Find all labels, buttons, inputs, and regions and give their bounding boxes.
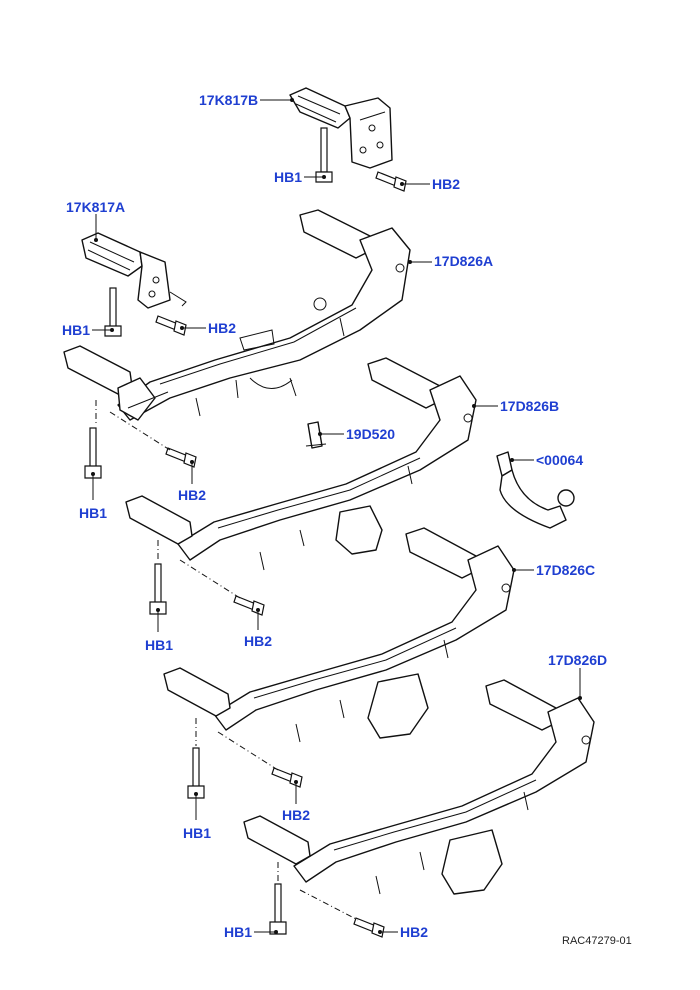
bracket-17k817b-drawing [289,87,393,169]
alignment-line-a [95,400,171,451]
leader-lines [91,98,582,934]
alignment-line-b [157,540,241,599]
beam-17d826c-drawing [163,527,515,743]
callout-hb2-beam-b: HB2 [244,633,272,649]
bolt-hb2-a [155,315,187,336]
callout-17d826d: 17D826D [548,652,607,668]
alignment-line-d [277,862,359,921]
callout-hb1-beam-b: HB1 [145,637,173,653]
bolt-hb2-beam-c [271,767,303,788]
bolt-hb1-top [315,127,333,183]
callout-17d826b: 17D826B [500,398,559,414]
bolt-hb1-beam-a [84,427,102,479]
callout-17d826c: 17D826C [536,562,595,578]
tow-ball-00064-drawing [496,451,575,529]
callout-hb1-beam-a: HB1 [79,505,107,521]
bracket-17k817a-drawing [81,232,187,309]
callout-hb1-beam-d: HB1 [224,924,252,940]
alignment-line-c [195,718,279,771]
bolt-hb2-beam-d [353,917,385,938]
callout-19d520: 19D520 [346,426,395,442]
reference-number: RAC47279-01 [562,935,632,947]
callout-hb2-beam-d: HB2 [400,924,428,940]
bolt-hb2-top [375,171,407,192]
callout-hb1-a: HB1 [62,322,90,338]
bolt-hb2-beam-b [233,595,265,616]
beam-17d826d-drawing [243,679,595,895]
bolt-hb1-beam-d [269,883,287,935]
callout-hb2-beam-a: HB2 [178,487,206,503]
callout-17k817b: 17K817B [199,92,258,108]
callout-hb2-beam-c: HB2 [282,807,310,823]
callout-hb1-beam-c: HB1 [183,825,211,841]
callout-hb2-a: HB2 [208,320,236,336]
callout-17d826a: 17D826A [434,253,493,269]
bolt-hb1-beam-b [149,563,167,615]
beam-17d826a-drawing [63,209,411,421]
callout-hb2-top: HB2 [432,176,460,192]
callout-17k817a: 17K817A [66,199,125,215]
plate-19d520-drawing [305,421,327,449]
bolt-hb1-beam-c [187,747,205,799]
callout-00064: <00064 [536,452,583,468]
beam-17d826b-drawing [125,357,477,571]
callout-hb1-top: HB1 [274,169,302,185]
